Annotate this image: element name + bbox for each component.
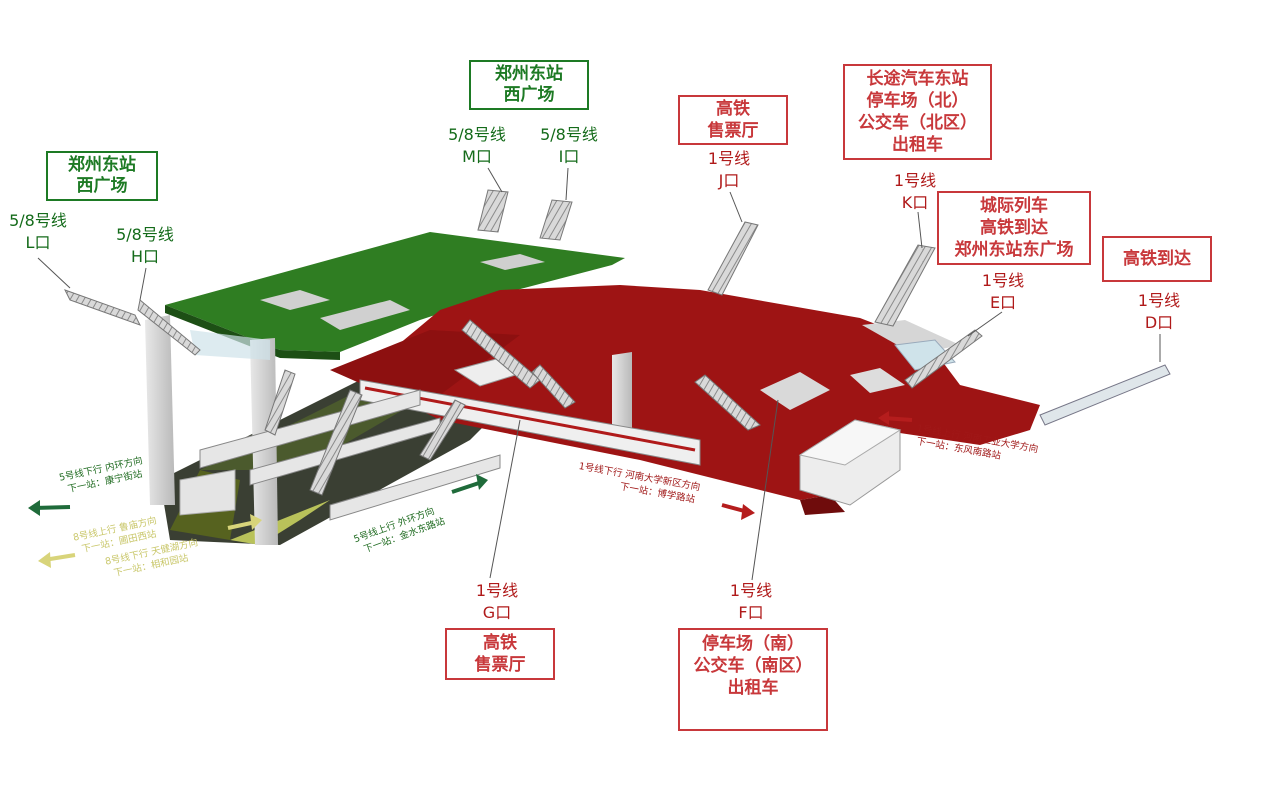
- box-line: 高铁到达: [980, 218, 1048, 238]
- direction-arrows: [28, 411, 913, 568]
- line1-up-arrow: [878, 411, 913, 425]
- box-line: 公交车（南区）: [693, 656, 813, 676]
- hsr-ticket-box-top: 高铁 售票厅: [678, 95, 788, 145]
- exit-name: I口: [558, 147, 580, 166]
- exit-K: 1号线 K口: [886, 170, 944, 214]
- box-line: 高铁: [716, 99, 750, 119]
- line5-down-arrow: [28, 500, 71, 516]
- box-line: 售票厅: [707, 121, 759, 141]
- escalators: [63, 189, 1171, 496]
- parking-south-box: 停车场（南） 公交车（南区） 出租车: [678, 628, 828, 731]
- hsr-arrival-box: 高铁到达: [1102, 236, 1212, 282]
- box-line: 西广场: [76, 176, 128, 196]
- exit-M: 5/8号线 M口: [444, 124, 510, 168]
- structures: [145, 315, 960, 545]
- box-line: 长途汽车东站: [866, 69, 969, 89]
- box-line: 城际列车: [980, 196, 1048, 216]
- box-line: 停车场（南）: [702, 634, 804, 654]
- exit-line: 5/8号线: [9, 211, 67, 230]
- box-line: 公交车（北区）: [858, 113, 977, 133]
- west-square-box-2: 郑州东站 西广场: [469, 60, 589, 110]
- trains: [199, 379, 701, 521]
- box-line: 售票厅: [474, 655, 526, 675]
- intercity-box: 城际列车 高铁到达 郑州东站东广场: [937, 191, 1091, 265]
- exit-name: K口: [901, 193, 929, 212]
- box-line: 郑州东站东广场: [954, 240, 1074, 260]
- west-square-box-1: 郑州东站 西广场: [46, 151, 158, 201]
- exit-name: E口: [989, 293, 1017, 312]
- exit-L: 5/8号线 L口: [8, 210, 68, 254]
- leader-lines: [37, 167, 1161, 581]
- exit-name: J口: [718, 171, 740, 190]
- exit-G: 1号线 G口: [468, 580, 526, 624]
- box-line: 郑州东站: [495, 64, 563, 84]
- exit-name: L口: [25, 233, 51, 252]
- exit-name: H口: [130, 247, 160, 266]
- box-line: 郑州东站: [68, 155, 136, 175]
- box-line: 西广场: [503, 85, 555, 105]
- line1-down-arrow: [721, 503, 755, 520]
- exit-name: D口: [1144, 313, 1174, 332]
- exit-I: 5/8号线 I口: [536, 124, 602, 168]
- exit-name: F口: [738, 603, 764, 622]
- exit-line: 1号线: [981, 271, 1025, 290]
- exit-line: 5/8号线: [540, 125, 598, 144]
- line5-up-arrow: [451, 474, 488, 494]
- exit-name: G口: [482, 603, 512, 622]
- exit-line: 5/8号线: [116, 225, 174, 244]
- exit-H: 5/8号线 H口: [112, 224, 178, 268]
- box-line: 高铁到达: [1123, 249, 1191, 269]
- coach-station-box: 长途汽车东站 停车场（北） 公交车（北区） 出租车: [843, 64, 992, 160]
- exit-line: 1号线: [1137, 291, 1181, 310]
- exit-D: 1号线 D口: [1130, 290, 1188, 334]
- line8-up-arrow: [38, 552, 76, 568]
- exit-name: M口: [462, 147, 492, 166]
- exit-line: 1号线: [729, 581, 773, 600]
- exit-line: 1号线: [475, 581, 519, 600]
- line8-down-arrow: [227, 514, 262, 530]
- box-line: 高铁: [483, 633, 517, 653]
- exit-line: 5/8号线: [448, 125, 506, 144]
- box-line: 出租车: [727, 678, 779, 698]
- exit-line: 1号线: [707, 149, 751, 168]
- exit-J: 1号线 J口: [700, 148, 758, 192]
- box-line: 停车场（北）: [866, 91, 969, 111]
- box-line: 出租车: [892, 135, 943, 155]
- exit-E: 1号线 E口: [974, 270, 1032, 314]
- hsr-ticket-box-bottom: 高铁 售票厅: [445, 628, 555, 680]
- exit-line: 1号线: [893, 171, 937, 190]
- exit-F: 1号线 F口: [722, 580, 780, 624]
